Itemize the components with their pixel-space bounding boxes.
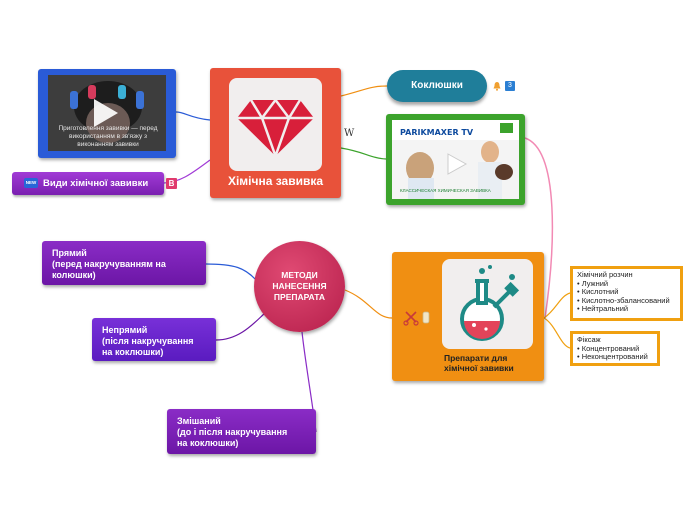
salon-photo [392,120,519,199]
scissors-icon [403,311,430,326]
prep-title: Препарати для хімічної завивки [444,353,514,373]
link-prep-info2 [543,317,571,349]
info-fixative[interactable]: Фіксаж • Концентрований • Неконцентрован… [570,331,660,366]
list-item: • Неконцентрований [577,352,648,361]
list-item: • Концентрований [577,343,640,353]
info-list: • Концентрований • Неконцентрований [577,343,653,362]
topic-preparations[interactable]: Препарати для хімічної завивки [392,252,544,381]
methods-title: МЕТОДИ НАНЕСЕННЯ ПРЕПАРАТА [272,270,327,302]
flask-icon [460,265,520,341]
list-item: • Кислотно-збалансований [577,295,670,305]
link-central-pill [340,85,388,97]
play-icon [94,99,118,127]
topic-types-label: Види хімічної завивки [43,178,149,189]
list-item: • Лужний [577,278,609,288]
new-badge: NEW [24,178,38,188]
method-indirect[interactable]: Непрямий (після накручування на коклюшки… [92,318,216,361]
method-mixed[interactable]: Змішаний (до і після накручування на кок… [167,409,316,454]
bell-icon [493,82,501,91]
link-green-prep [524,137,554,319]
prep-icon-tile [442,259,533,349]
topic-koklyushky[interactable]: Коклюшки [387,70,487,102]
topic-types[interactable]: NEW Види хімічної завивки [12,172,164,195]
gem-icon [237,97,314,160]
topic-methods[interactable]: МЕТОДИ НАНЕСЕННЯ ПРЕПАРАТА [254,241,345,332]
method-direct[interactable]: Прямий (перед накручуванням на колюшки) [42,241,206,285]
video-brand: PARIKMAXER TV [400,128,474,137]
central-icon-tile [229,78,322,171]
link-method-prep [344,289,393,319]
link-prep-info1 [543,292,571,319]
video-caption: КЛАССИЧЕСКАЯ ХИМИЧЕСКАЯ ЗАВИВКА [400,188,491,193]
info-chemical-solution[interactable]: Хімічний розчин • Лужний • Кислотний • К… [570,266,683,321]
info-list: • Лужний • Кислотний • Кислотно-збалансо… [577,278,676,314]
link-central-green [340,147,387,160]
link-central-video1 [175,111,211,121]
video-thumbnail-1[interactable]: Приготовлення завивки — перед використан… [38,69,176,158]
link-method-sub1 [205,263,257,281]
central-topic[interactable]: Хімічна завивка [210,68,341,198]
video-overlay-text: Приготовлення завивки — перед використан… [58,125,158,148]
video-screen: Приготовлення завивки — перед використан… [48,75,166,151]
list-item: • Нейтральний [577,304,629,313]
count-badge: 3 [505,81,515,91]
info-heading: Фіксаж [577,335,601,344]
list-item: • Кислотний [577,287,619,296]
info-heading: Хімічний розчин [577,270,633,279]
link-method-sub2 [215,312,266,341]
b-badge: B [166,178,177,189]
central-title: Хімічна завивка [227,174,324,188]
wikipedia-icon[interactable]: W [344,128,355,139]
video-screen-2: PARIKMAXER TV КЛАССИЧЕСКАЯ ХИМИЧЕСКАЯ ЗА… [392,120,519,199]
video-thumbnail-2[interactable]: PARIKMAXER TV КЛАССИЧЕСКАЯ ХИМИЧЕСКАЯ ЗА… [386,114,525,205]
